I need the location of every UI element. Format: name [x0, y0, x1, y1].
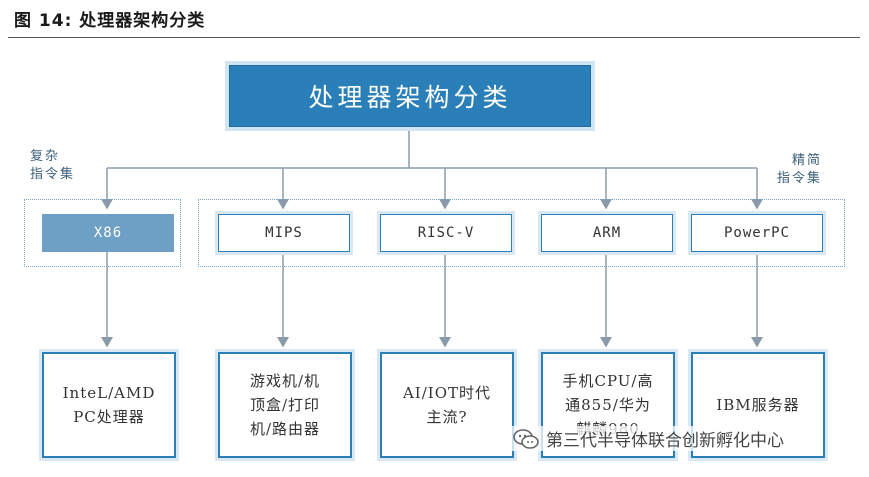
risc-label: 精简 指令集	[777, 153, 823, 186]
app-riscv: AI/IOT时代 主流?	[380, 352, 514, 458]
risc-group	[198, 199, 845, 267]
arch-powerpc: PowerPC	[691, 214, 823, 252]
cisc-label: 复杂 指令集	[30, 149, 76, 182]
app-mips: 游戏机/机 顶盒/打印 机/路由器	[218, 352, 352, 458]
arch-mips: MIPS	[218, 214, 350, 252]
diagram-title: 处理器架构分类	[229, 65, 591, 127]
watermark: 第三代半导体联合创新孵化中心	[512, 426, 784, 451]
caption-divider	[8, 37, 860, 38]
figure-caption: 图 14: 处理器架构分类	[14, 11, 206, 31]
watermark-text: 第三代半导体联合创新孵化中心	[546, 431, 784, 451]
arch-arm: ARM	[541, 214, 673, 252]
wechat-icon	[513, 428, 539, 449]
arch-x86: X86	[42, 214, 174, 252]
arch-riscv: RISC-V	[380, 214, 512, 252]
app-x86: IntеL/AMD PC处理器	[42, 352, 176, 458]
cisc-group	[24, 199, 181, 267]
